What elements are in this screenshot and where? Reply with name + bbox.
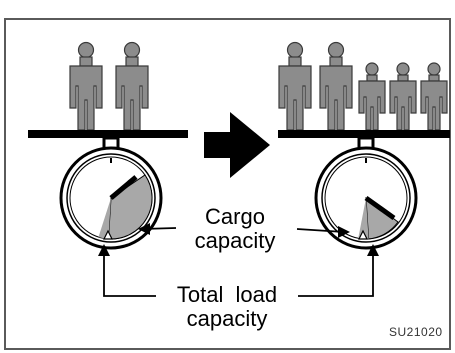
scale-left <box>28 41 188 250</box>
gauge-needle-icon <box>364 195 396 221</box>
scale-platform <box>28 130 188 138</box>
total-load-capacity-label-line1: Total load <box>176 282 278 307</box>
diagram-frame <box>4 18 451 350</box>
total-load-bracket-left <box>103 254 156 297</box>
total-load-capacity-label: Total load capacity <box>152 283 302 331</box>
total-load-sector-right <box>358 198 369 239</box>
cargo-arrowhead-left <box>138 223 150 235</box>
total-load-sector-left <box>98 198 111 239</box>
cargo-capacity-sector-left <box>107 174 153 240</box>
figure-code: SU21020 <box>389 325 443 339</box>
total-load-arrowhead-right <box>367 244 379 256</box>
people-group-right <box>278 41 448 131</box>
cargo-capacity-label-line1: Cargo <box>205 204 265 229</box>
cargo-capacity-label: Cargo capacity <box>176 205 294 253</box>
child-figure-icon <box>420 62 448 131</box>
total-load-capacity-label-line2: capacity <box>186 306 268 331</box>
zero-mark <box>103 229 113 240</box>
adult-figure-icon <box>69 41 103 131</box>
zero-mark <box>358 229 368 240</box>
cargo-capacity-label-line2: capacity <box>194 228 276 253</box>
child-figure-icon <box>358 62 386 131</box>
weighing-scale-icon <box>314 146 418 250</box>
total-load-arrowhead-left <box>98 244 110 256</box>
cargo-leader-right <box>296 228 345 233</box>
arrow-right-icon <box>204 112 270 178</box>
people-group-left <box>69 41 149 131</box>
cargo-capacity-sector-right <box>365 196 399 240</box>
adult-figure-icon <box>115 41 149 131</box>
child-figure-icon <box>389 62 417 131</box>
scale-right <box>278 41 450 250</box>
cargo-arrowhead-right <box>338 226 350 238</box>
scale-platform <box>278 130 450 138</box>
weighing-scale-icon <box>59 146 163 250</box>
adult-figure-icon <box>319 41 353 131</box>
gauge-needle-icon <box>109 175 138 200</box>
adult-figure-icon <box>278 41 312 131</box>
total-load-bracket-right <box>298 254 374 297</box>
